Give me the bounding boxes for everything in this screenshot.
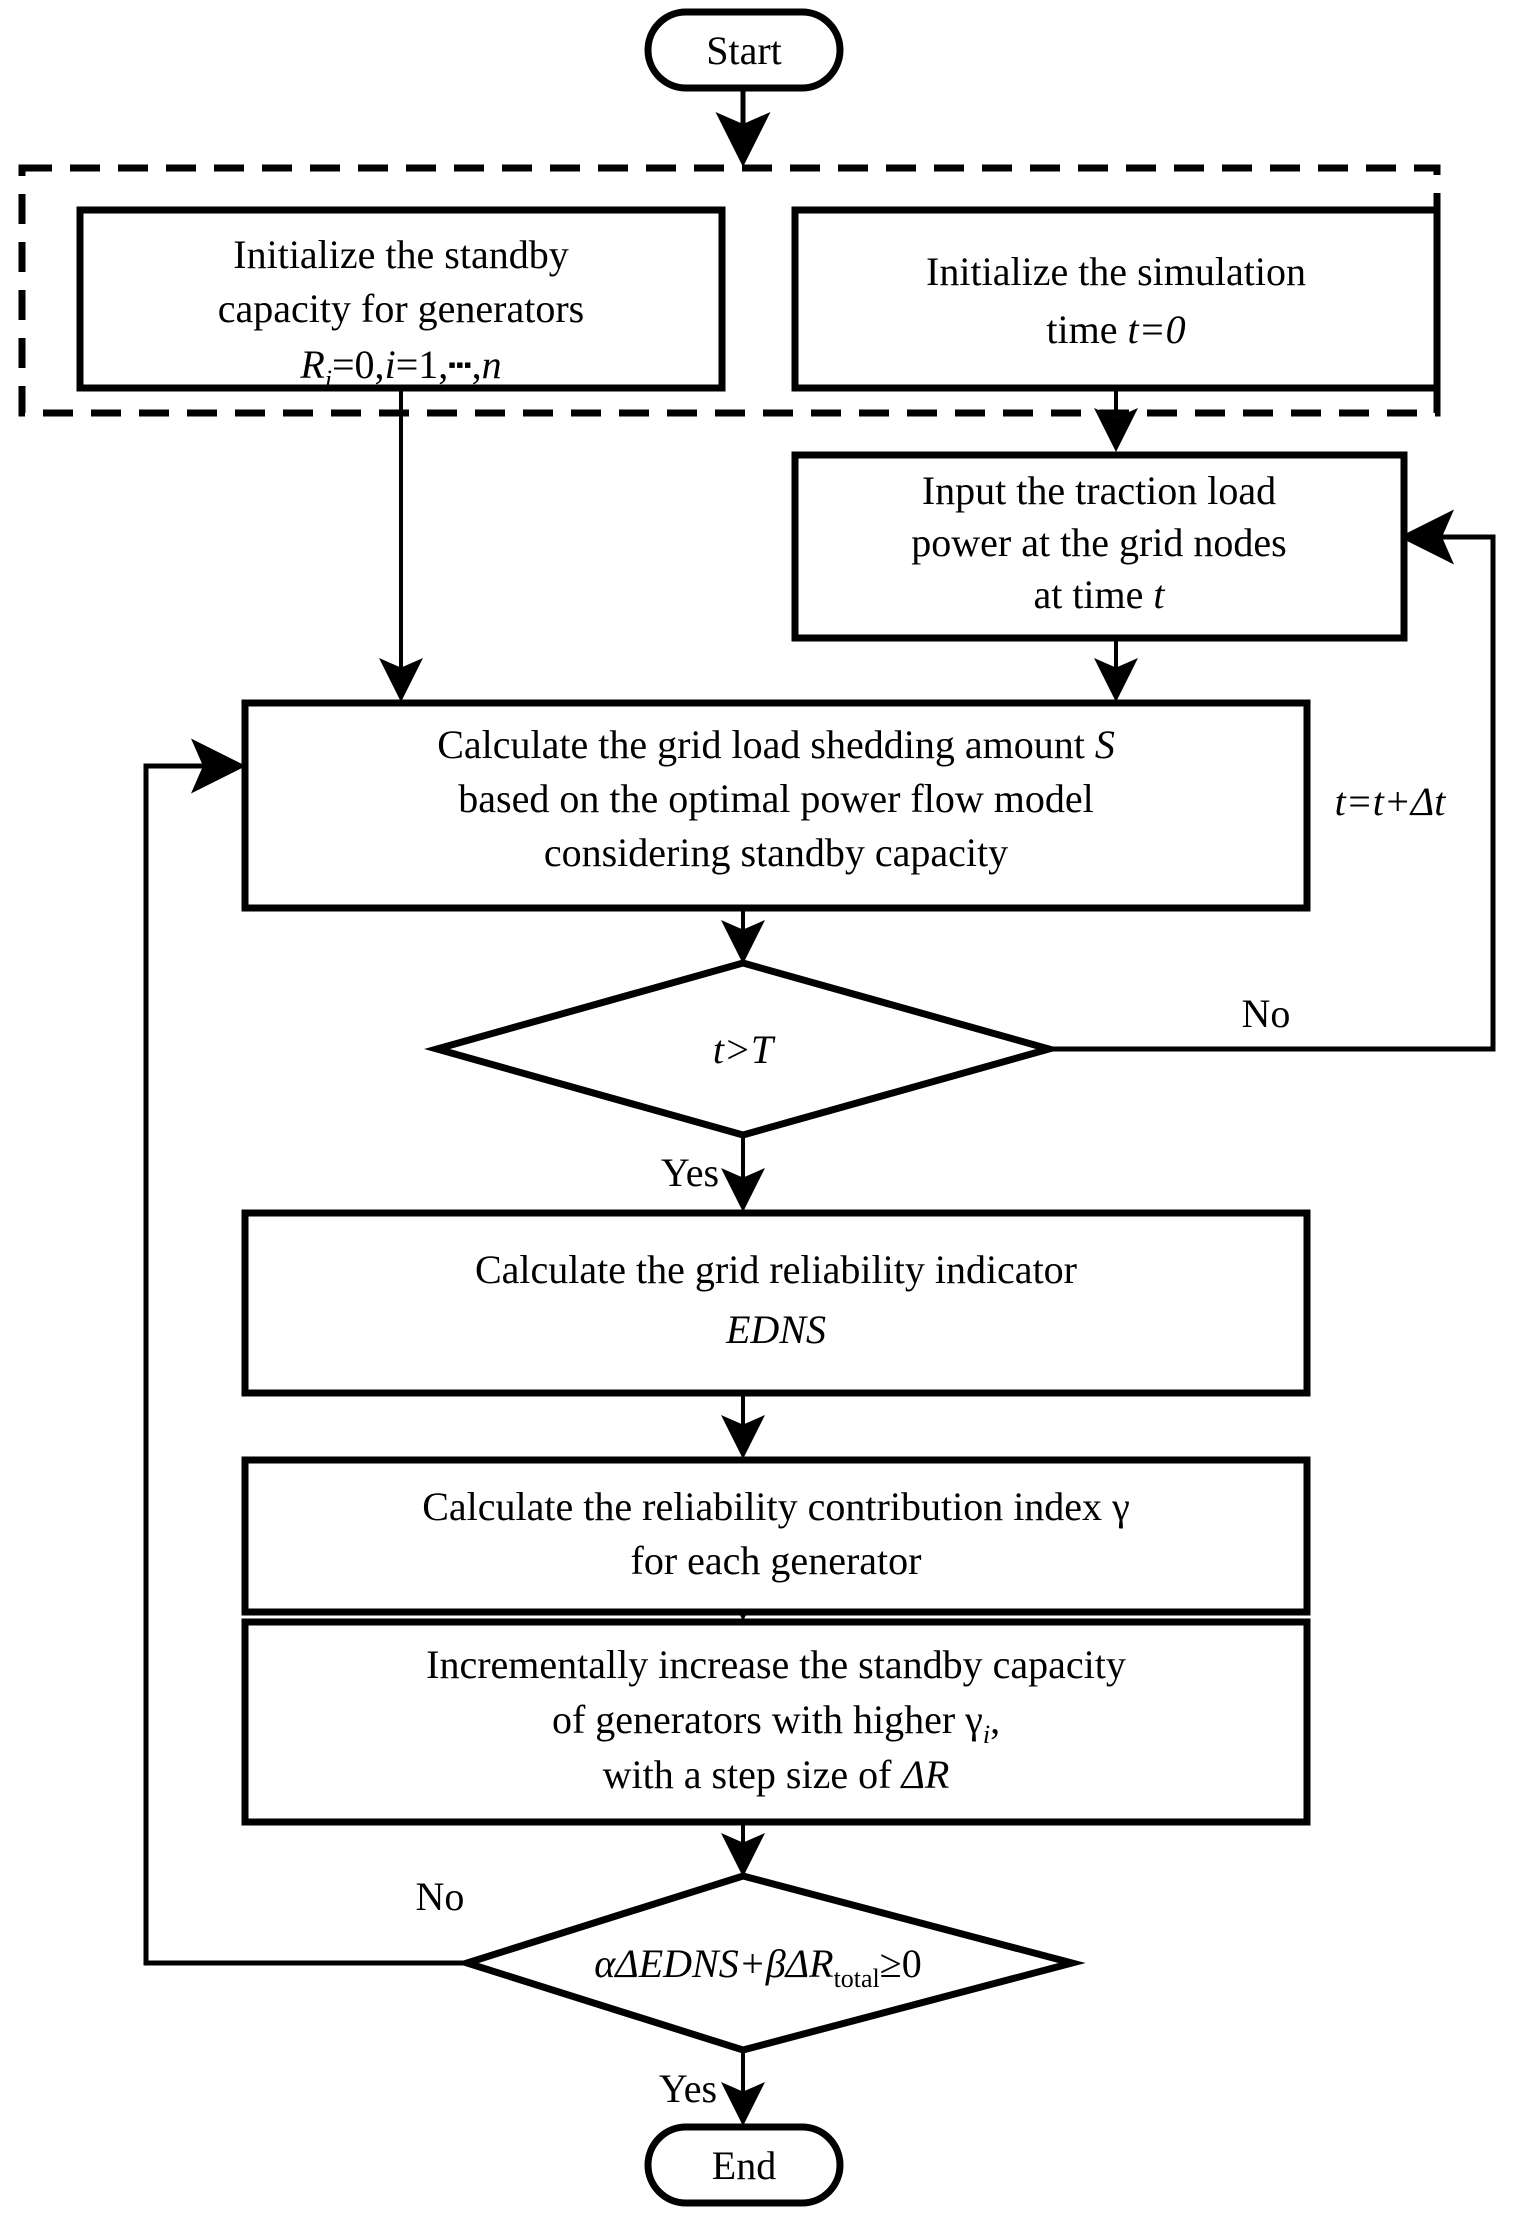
edge-decision-stop-no-loop (143, 738, 467, 1966)
eq-one: =1, (396, 342, 449, 387)
var-S: S (1095, 722, 1115, 767)
node-init-capacity[interactable] (76, 206, 726, 392)
gamma-comma: , (990, 1697, 1000, 1742)
node-decision-time[interactable] (424, 959, 1062, 1139)
formula-total-subscript: total (834, 1964, 880, 1993)
node-decision-stop[interactable] (455, 1872, 1086, 2054)
node-init-time[interactable] (791, 206, 1441, 392)
node-increase-capacity-line3: with a step size of ΔR (603, 1752, 950, 1797)
var-R: R (299, 342, 324, 387)
node-start-label: Start (706, 28, 782, 73)
ellipsis-dots: ▪▪▪ (448, 352, 471, 377)
node-calc-shedding[interactable] (241, 699, 1311, 912)
node-calc-shedding-line2: based on the optimal power flow model (458, 776, 1093, 821)
var-n: n (482, 342, 502, 387)
calc-shedding-text: Calculate the grid load shedding amount (437, 722, 1095, 767)
node-calc-shedding-line3: considering standby capacity (544, 830, 1008, 875)
var-t: t (1153, 572, 1165, 617)
symbol-delta-R: ΔR (899, 1752, 949, 1797)
node-input-load[interactable] (791, 451, 1408, 642)
node-calc-edns[interactable] (241, 1209, 1311, 1397)
node-end[interactable] (644, 2123, 844, 2207)
node-init-capacity-line3: Ri=0,i=1,▪▪▪,n (299, 342, 501, 394)
of-generators-text: of generators with higher (552, 1697, 965, 1742)
node-input-load-line3: at time t (1033, 572, 1165, 617)
var-t-equals-zero: t=0 (1127, 307, 1185, 352)
at-time-word: at time (1033, 572, 1153, 617)
node-end-label: End (712, 2143, 776, 2188)
var-i: i (385, 342, 396, 387)
node-decision-time-label: t>T (713, 1027, 776, 1072)
node-init-time-line2: time t=0 (1046, 307, 1185, 352)
formula-alpha-delta-edns: αΔEDNS+βΔR (594, 1941, 833, 1986)
node-calc-gamma-line2: for each generator (631, 1538, 922, 1583)
symbol-gamma: γ (1111, 1484, 1130, 1529)
step-size-text: with a step size of (603, 1752, 902, 1797)
calc-gamma-text: Calculate the reliability contribution i… (422, 1484, 1112, 1529)
node-increase-capacity-line2: of generators with higher γi, (552, 1697, 1000, 1749)
node-init-capacity-line1: Initialize the standby (233, 232, 568, 277)
node-increase-capacity[interactable] (241, 1618, 1311, 1826)
edge-label-no-stop: No (416, 1874, 465, 1919)
node-decision-stop-label: αΔEDNS+βΔRtotal≥0 (594, 1941, 921, 1993)
node-input-load-line1: Input the traction load (922, 468, 1276, 513)
node-input-load-line2: power at the grid nodes (911, 520, 1286, 565)
node-calc-edns-line2: EDNS (725, 1307, 826, 1352)
time-word: time (1046, 307, 1127, 352)
eq-zero: =0, (332, 342, 385, 387)
edge-decision-time-no-loop (1049, 509, 1496, 1052)
gamma-subscript: i (983, 1720, 990, 1749)
var-R-subscript: i (325, 365, 332, 394)
node-init-time-line1: Initialize the simulation (926, 249, 1306, 294)
node-calc-gamma-line1: Calculate the reliability contribution i… (422, 1484, 1130, 1529)
node-increase-capacity-line1: Incrementally increase the standby capac… (426, 1642, 1126, 1687)
node-calc-gamma[interactable] (241, 1456, 1311, 1616)
formula-ge-zero: ≥0 (880, 1941, 922, 1986)
comma: , (472, 342, 482, 387)
edge-label-no-time: No (1242, 991, 1291, 1036)
node-calc-shedding-line1: Calculate the grid load shedding amount … (437, 722, 1115, 767)
edge-label-yes-time: Yes (661, 1150, 719, 1195)
edge-label-t-increment: t=t+Δt (1335, 779, 1447, 824)
node-start[interactable] (644, 8, 844, 92)
node-calc-edns-line1: Calculate the grid reliability indicator (475, 1247, 1077, 1292)
edge-label-yes-stop: Yes (659, 2066, 717, 2111)
symbol-gamma-i: γ (964, 1697, 983, 1742)
node-init-capacity-line2: capacity for generators (218, 286, 584, 331)
